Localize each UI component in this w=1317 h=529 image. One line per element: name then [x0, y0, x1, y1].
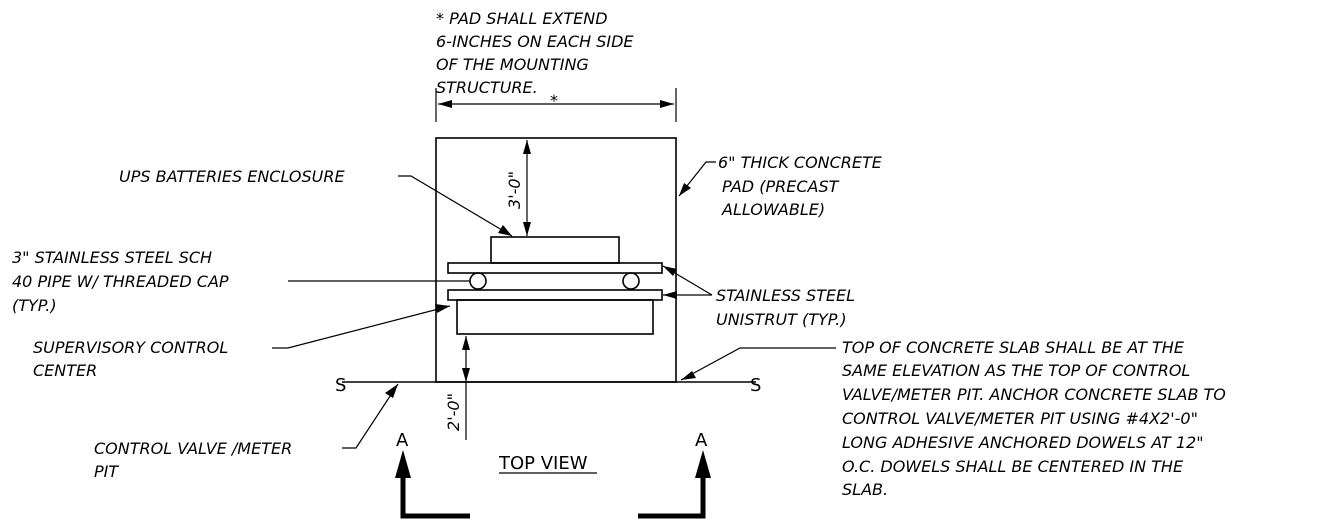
- control-valve-label-line-2: PIT: [94, 462, 119, 481]
- break-symbol-right: S: [750, 375, 761, 396]
- ups-batteries-leader: [398, 175, 513, 237]
- pipe-right: [622, 272, 640, 290]
- width-dimension: *: [435, 88, 677, 122]
- pipe-label-line-2: 40 PIPE W/ THREADED CAP: [12, 272, 229, 291]
- concrete-pad: [435, 137, 677, 383]
- slab-note-line-6: O.C. DOWELS SHALL BE CENTERED IN THE: [842, 457, 1184, 476]
- pipe-left: [469, 272, 487, 290]
- pipe-label-line-3: (TYP.): [12, 296, 57, 315]
- view-title: TOP VIEW: [498, 453, 588, 474]
- top-clearance-arrow-down: [523, 222, 531, 236]
- supervisory-label-line-1: SUPERVISORY CONTROL: [33, 338, 228, 357]
- slab-note-line-3: VALVE/METER PIT. ANCHOR CONCRETE SLAB TO: [842, 385, 1226, 404]
- slab-note-line-4: CONTROL VALVE/METER PIT USING #4X2'-0": [842, 409, 1198, 428]
- top-clearance-label: 3'-0": [505, 171, 524, 209]
- slab-arrow: [681, 371, 696, 380]
- concrete-pad-label-line-2: PAD (PRECAST: [722, 177, 840, 196]
- concrete-pad-arrow: [679, 183, 691, 196]
- section-label-left: A: [396, 430, 409, 451]
- section-marker-left: A: [395, 430, 470, 519]
- slab-note-line-7: SLAB.: [842, 480, 888, 499]
- bottom-clearance-dimension: 2'-0": [444, 336, 470, 440]
- break-symbol-left: S: [335, 375, 346, 396]
- concrete-pad-label-line-1: 6" THICK CONCRETE: [718, 153, 883, 172]
- section-label-right: A: [695, 430, 708, 451]
- slab-note-line-5: LONG ADHESIVE ANCHORED DOWELS AT 12": [842, 433, 1204, 452]
- upper-unistrut: [447, 262, 663, 274]
- control-valve-label-line-1: CONTROL VALVE /METER: [94, 439, 292, 458]
- dim-arrow-left: [438, 100, 452, 108]
- slab-note-line-1: TOP OF CONCRETE SLAB SHALL BE AT THE: [842, 338, 1185, 357]
- unistrut-label-line-1: STAINLESS STEEL: [716, 286, 855, 305]
- slab-note: TOP OF CONCRETE SLAB SHALL BE AT THE SAM…: [842, 338, 1226, 499]
- unistrut-arrow-upper: [663, 266, 677, 276]
- lower-unistrut: [447, 289, 663, 301]
- supervisory-label-line-2: CENTER: [33, 361, 97, 380]
- bottom-clearance-arrow-down: [462, 368, 470, 382]
- pad-extend-line-2: 6-INCHES ON EACH SIDE: [436, 32, 634, 51]
- pad-extend-line-3: OF THE MOUNTING: [436, 55, 589, 74]
- pipe-label-line-1: 3" STAINLESS STEEL SCH: [12, 248, 212, 267]
- pad-extend-line-1: * PAD SHALL EXTEND: [436, 9, 608, 28]
- ups-batteries-enclosure: [490, 236, 620, 264]
- supervisory-control-center: [456, 299, 654, 335]
- slab-note-line-2: SAME ELEVATION AS THE TOP OF CONTROL: [842, 361, 1190, 380]
- section-arrow-head-left: [395, 450, 411, 478]
- supervisory-leader: [272, 305, 451, 349]
- unistrut-label-line-2: UNISTRUT (TYP.): [716, 310, 847, 329]
- control-valve-arrow: [385, 384, 398, 398]
- control-valve-leader: [342, 383, 399, 449]
- supervisory-arrow: [435, 304, 450, 313]
- ups-batteries-arrow: [498, 225, 512, 236]
- section-marker-right: A: [638, 430, 711, 519]
- bottom-clearance-arrow-up: [462, 336, 470, 350]
- unistrut-arrow-lower: [663, 291, 677, 299]
- concrete-pad-leader: [678, 161, 716, 197]
- top-clearance-dimension: 3'-0": [505, 140, 531, 236]
- dim-arrow-right: [660, 100, 674, 108]
- concrete-pad-label-line-3: ALLOWABLE): [721, 200, 825, 219]
- bottom-clearance-label: 2'-0": [444, 393, 463, 431]
- top-clearance-arrow-up: [523, 140, 531, 154]
- width-dimension-mark: *: [550, 91, 558, 110]
- pad-extend-line-4: STRUCTURE.: [436, 78, 538, 97]
- section-arrow-head-right: [695, 450, 711, 478]
- pad-extend-note: * PAD SHALL EXTEND 6-INCHES ON EACH SIDE…: [436, 9, 634, 97]
- slab-leader: [680, 347, 836, 381]
- ups-batteries-label: UPS BATTERIES ENCLOSURE: [119, 167, 345, 186]
